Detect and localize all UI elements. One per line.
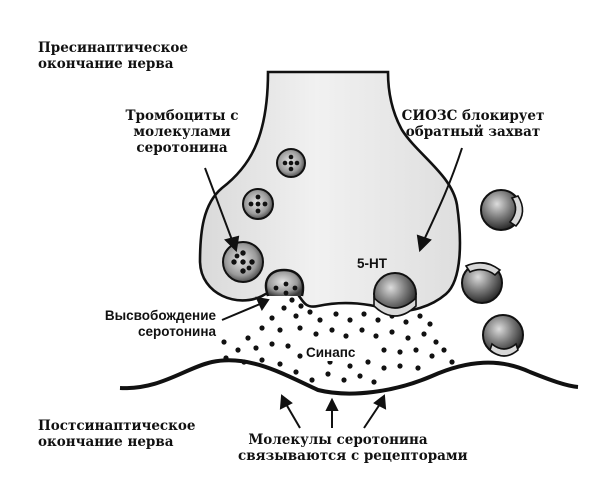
arrowhead-ssri [416, 234, 432, 253]
arrow-ssri [423, 147, 463, 241]
synapse-label: Синапс [304, 345, 358, 361]
arrowhead-release [255, 296, 270, 312]
vesicle-1 [276, 148, 306, 178]
ssri-molecule-2 [461, 262, 503, 304]
postsynaptic-membrane [119, 358, 579, 396]
presynaptic-terminal [198, 70, 462, 313]
vesicle-2 [242, 188, 274, 220]
arrow-platelets [204, 167, 233, 241]
platelets-label: Тромбоциты с молекулами серотонина [125, 108, 239, 156]
release-label: Высвобождение серотонина [104, 308, 216, 339]
ssri-molecule-3 [482, 314, 524, 357]
ssri-label: СИОЗС блокирует обратный захват [401, 108, 545, 140]
presynaptic-label: Пресинаптическое окончание нерва [38, 40, 188, 72]
fusing-vesicle [264, 268, 305, 297]
postsynaptic-label: Постсинаптическое окончание нерва [38, 418, 196, 450]
vesicle-3 [222, 241, 264, 283]
arrow-binding-left [285, 403, 301, 429]
arrowhead-platelets [224, 235, 240, 253]
arrow-release [221, 303, 261, 321]
arrowhead-binding-left [279, 394, 293, 410]
arrowhead-binding-center [325, 397, 339, 411]
arrows [204, 147, 463, 429]
serotonin-dots [221, 297, 455, 385]
ssri-molecule-bound [373, 272, 417, 317]
five-ht-label: 5-HT [357, 256, 387, 271]
arrow-binding-right [363, 403, 381, 429]
ssri-molecule-1 [480, 189, 524, 231]
binding-label: Молекулы серотонина связываются с рецепт… [238, 432, 468, 464]
arrowhead-binding-right [373, 394, 387, 410]
